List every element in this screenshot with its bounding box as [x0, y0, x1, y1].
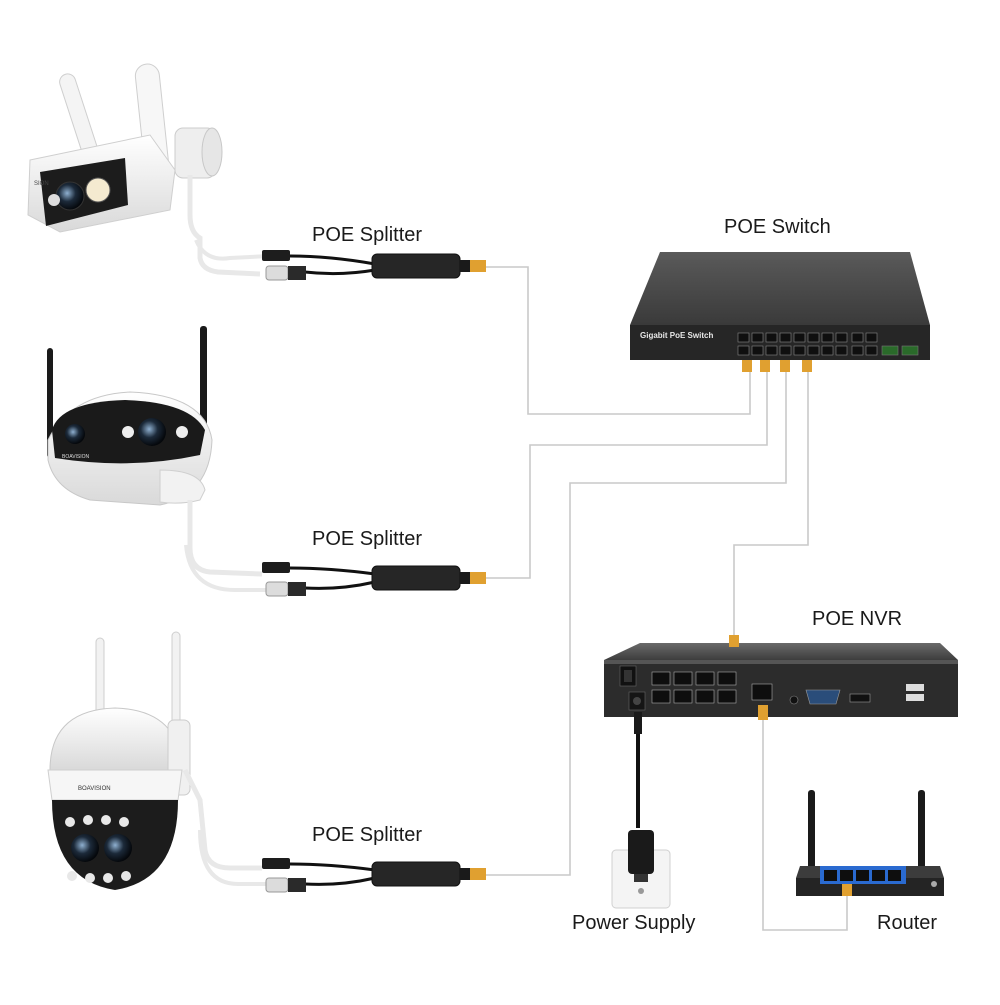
poe-switch-label: POE Switch	[724, 216, 831, 238]
camera-ptz-dome: BOAVISION	[47, 631, 268, 890]
poe-splitter-1	[262, 250, 486, 281]
camera1-brand-text: SION	[34, 181, 49, 187]
router-device	[796, 790, 944, 896]
cable-switch-to-nvr	[733, 372, 809, 640]
switch-panel-text: Gigabit PoE Switch	[640, 331, 713, 340]
power-supply-label: Power Supply	[572, 912, 696, 934]
camera-bullet-dual-lens: SION	[27, 63, 271, 277]
poe-splitter-label-3: POE Splitter	[312, 824, 423, 846]
cable-splitter3-to-switch	[486, 372, 787, 876]
poe-splitter-3	[262, 858, 486, 893]
poe-splitter-2	[262, 562, 486, 597]
poe-nvr-device	[604, 635, 958, 828]
power-supply-adapter	[611, 830, 671, 909]
camera-panoramic-dual-lens: BOAVISION	[47, 326, 268, 592]
poe-nvr-label: POE NVR	[812, 608, 903, 630]
cable-nvr-to-router	[762, 720, 848, 931]
poe-switch-device: Gigabit PoE Switch	[630, 252, 930, 372]
router-label: Router	[877, 912, 938, 934]
cable-splitter2-to-switch	[486, 372, 768, 579]
camera2-brand-text: BOAVISION	[62, 454, 90, 460]
network-cables	[486, 266, 848, 931]
camera3-brand-text: BOAVISION	[78, 786, 111, 792]
poe-splitter-label-2: POE Splitter	[312, 528, 423, 550]
poe-splitter-label-1: POE Splitter	[312, 224, 423, 246]
cable-splitter1-to-switch	[486, 266, 751, 415]
